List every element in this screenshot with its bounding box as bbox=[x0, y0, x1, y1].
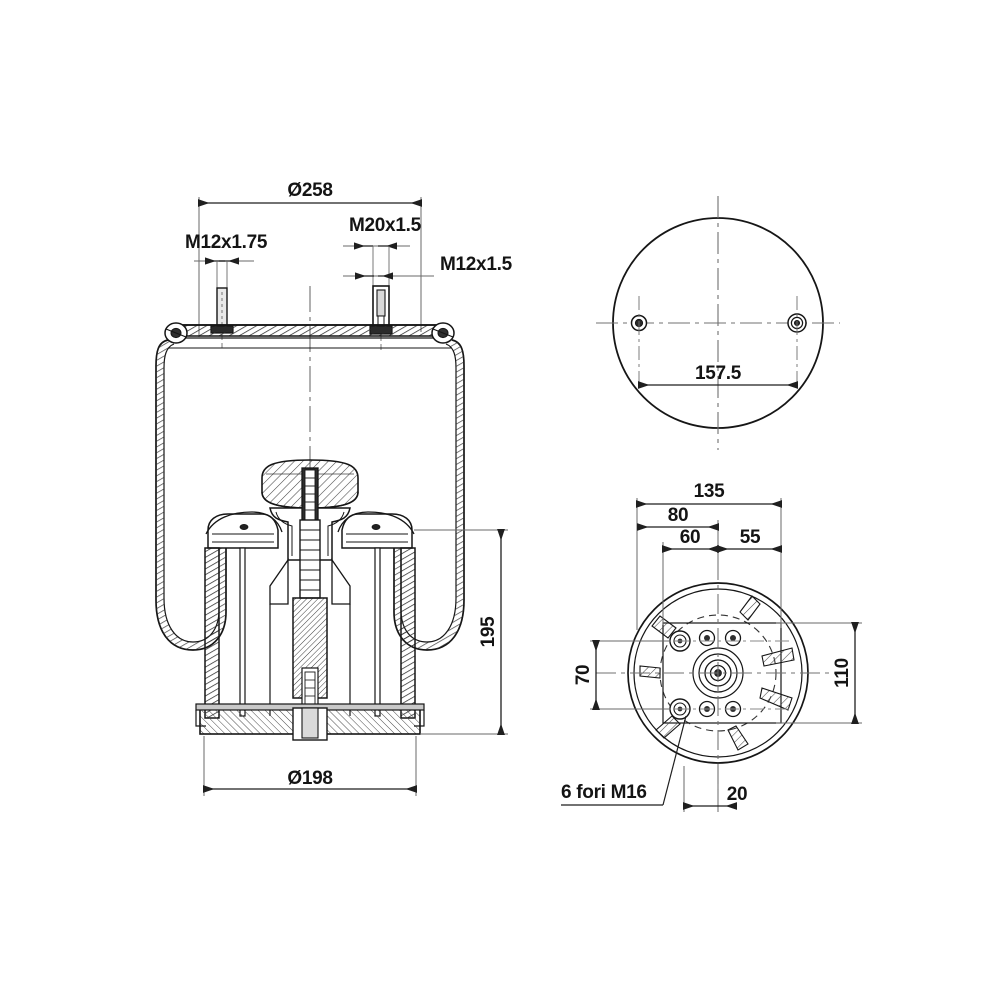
callout-label-m12x15: M12x1.5 bbox=[440, 254, 513, 275]
piston-top-flange bbox=[205, 511, 415, 549]
piston-ribs bbox=[639, 595, 795, 751]
dimension-110: 110 bbox=[776, 621, 862, 725]
bead-ring-left bbox=[164, 322, 188, 344]
dimension-60: 60 bbox=[661, 527, 720, 625]
dimension-label-80: 80 bbox=[668, 505, 689, 526]
callout-label-6-fori-m16: 6 fori M16 bbox=[561, 782, 647, 803]
top-plate-plan-view: 157.5 bbox=[596, 196, 840, 450]
dimension-label-dia258: Ø258 bbox=[287, 180, 332, 201]
dimension-20: 20 bbox=[682, 766, 748, 812]
front-section-view: Ø258 M12x1.75 M20x1.5 M12x1.5 bbox=[155, 180, 513, 796]
dimension-label-110: 110 bbox=[832, 658, 853, 688]
callout-label-m12x175: M12x1.75 bbox=[185, 232, 268, 253]
bead-ring-right bbox=[431, 322, 455, 344]
dimension-55: 55 bbox=[716, 527, 783, 553]
dimension-label-135: 135 bbox=[694, 481, 726, 502]
dimension-label-70: 70 bbox=[573, 665, 594, 686]
dimension-label-55: 55 bbox=[740, 527, 761, 548]
bottom-base-plate bbox=[195, 703, 425, 741]
dimension-135: 135 bbox=[635, 481, 783, 630]
dimension-label-20: 20 bbox=[727, 784, 748, 805]
dimension-label-dia198: Ø198 bbox=[287, 768, 332, 789]
callout-label-m20x15: M20x1.5 bbox=[349, 215, 422, 236]
callout-m12x15: M12x1.5 bbox=[343, 254, 513, 280]
dimension-dia258: Ø258 bbox=[197, 180, 423, 337]
dimension-195: 195 bbox=[414, 528, 508, 736]
m16-hole bbox=[724, 629, 742, 647]
dimension-dia198: Ø198 bbox=[202, 736, 418, 796]
stud-hole-left bbox=[630, 296, 648, 388]
dimension-70: 70 bbox=[573, 639, 670, 711]
dimension-label-157-5: 157.5 bbox=[695, 363, 742, 384]
dimension-157-5: 157.5 bbox=[637, 363, 799, 389]
piston-plan-view: 135 80 60 55 70 bbox=[561, 481, 862, 812]
m16-hole bbox=[698, 629, 716, 647]
dimension-label-195: 195 bbox=[478, 616, 499, 648]
piston-body bbox=[204, 547, 416, 719]
dimension-label-60: 60 bbox=[680, 527, 701, 548]
center-bolt-stem bbox=[292, 467, 328, 711]
stud-hole-right bbox=[787, 296, 807, 388]
callout-6-fori-m16: 6 fori M16 bbox=[561, 715, 687, 806]
dimension-80: 80 bbox=[636, 505, 720, 560]
